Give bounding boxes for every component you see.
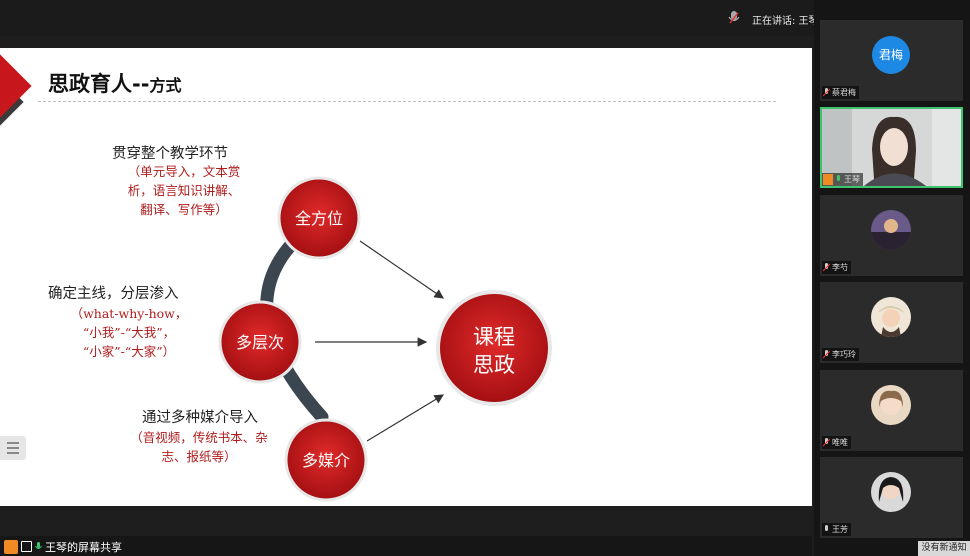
presenter-avatar-icon (4, 539, 18, 554)
participant-tile[interactable]: 李巧玲 (820, 282, 963, 363)
avatar (871, 385, 911, 425)
participant-tile-active[interactable]: 王琴 (820, 107, 963, 188)
mic-icon (825, 525, 828, 531)
node-top-label: 全方位 (295, 209, 343, 228)
title-divider (38, 101, 776, 102)
participant-tile[interactable]: 李芍 (820, 195, 963, 276)
middle-detail: （what-why-how，“小我”-“大我”，“小家”-“大家”） (70, 306, 188, 359)
participant-name: 王芳 (822, 523, 851, 536)
avatar (871, 210, 911, 250)
top-detail: （单元导入，文本赏析，语言知识讲解、翻译、写作等） (127, 164, 241, 217)
mic-muted-icon (823, 88, 830, 97)
center-label-line1: 课程 (473, 325, 515, 349)
middle-description: 确定主线，分层渗入 (48, 286, 179, 302)
mic-icon (837, 175, 840, 181)
node-top-circle (277, 176, 361, 260)
participant-tile[interactable]: 唯唯 (820, 370, 963, 451)
avatar (871, 472, 911, 512)
mic-icon (35, 542, 42, 549)
arrow-bottom (366, 394, 445, 442)
notification-label[interactable]: 没有新通知 (918, 541, 970, 556)
arrow-top (359, 240, 444, 299)
mic-muted-icon (823, 438, 830, 447)
shared-slide: 思政育人--方式 全方位 多层次 多媒介 课程 思政 贯穿整个教学环节 （单元导 (0, 48, 812, 506)
participant-name: 李巧玲 (822, 348, 859, 361)
top-description: 贯穿整个教学环节 (112, 146, 228, 162)
meeting-topbar (0, 0, 970, 36)
speaking-mic-icon (728, 11, 740, 24)
node-middle-circle (218, 300, 302, 384)
slide-list-toggle-icon[interactable] (0, 436, 26, 460)
bottom-detail: （音视频，传统书本、杂志、报纸等） (130, 430, 268, 464)
mic-muted-icon (823, 263, 830, 272)
screen-share-label: 王琴的屏幕共享 (4, 539, 122, 554)
node-middle-label: 多层次 (236, 333, 284, 352)
mic-muted-icon (823, 350, 830, 359)
screen-share-icon (21, 541, 32, 552)
node-bottom-circle (284, 418, 368, 502)
avatar (871, 297, 911, 337)
avatar: 君梅 (872, 36, 910, 74)
participant-name: 唯唯 (822, 436, 851, 449)
course-diagram: 全方位 多层次 多媒介 课程 思政 (218, 176, 552, 502)
participant-name: 王琴 (822, 173, 863, 186)
video-feed (822, 109, 961, 186)
participant-name: 蔡君梅 (822, 86, 859, 99)
share-status-bar (0, 536, 812, 556)
bottom-description: 通过多种媒介导入 (142, 410, 258, 426)
host-icon (823, 174, 833, 185)
center-label-line2: 思政 (473, 353, 515, 377)
participant-tile[interactable]: 王芳 (820, 457, 963, 538)
center-circle (436, 290, 552, 406)
participant-name: 李芍 (822, 261, 851, 274)
slide-title: 思政育人--方式 (48, 72, 182, 96)
node-bottom-label: 多媒介 (302, 451, 350, 470)
participant-tile[interactable]: 君梅 蔡君梅 (820, 20, 963, 101)
speaking-indicator: 正在讲话: 王琴; (752, 16, 822, 27)
